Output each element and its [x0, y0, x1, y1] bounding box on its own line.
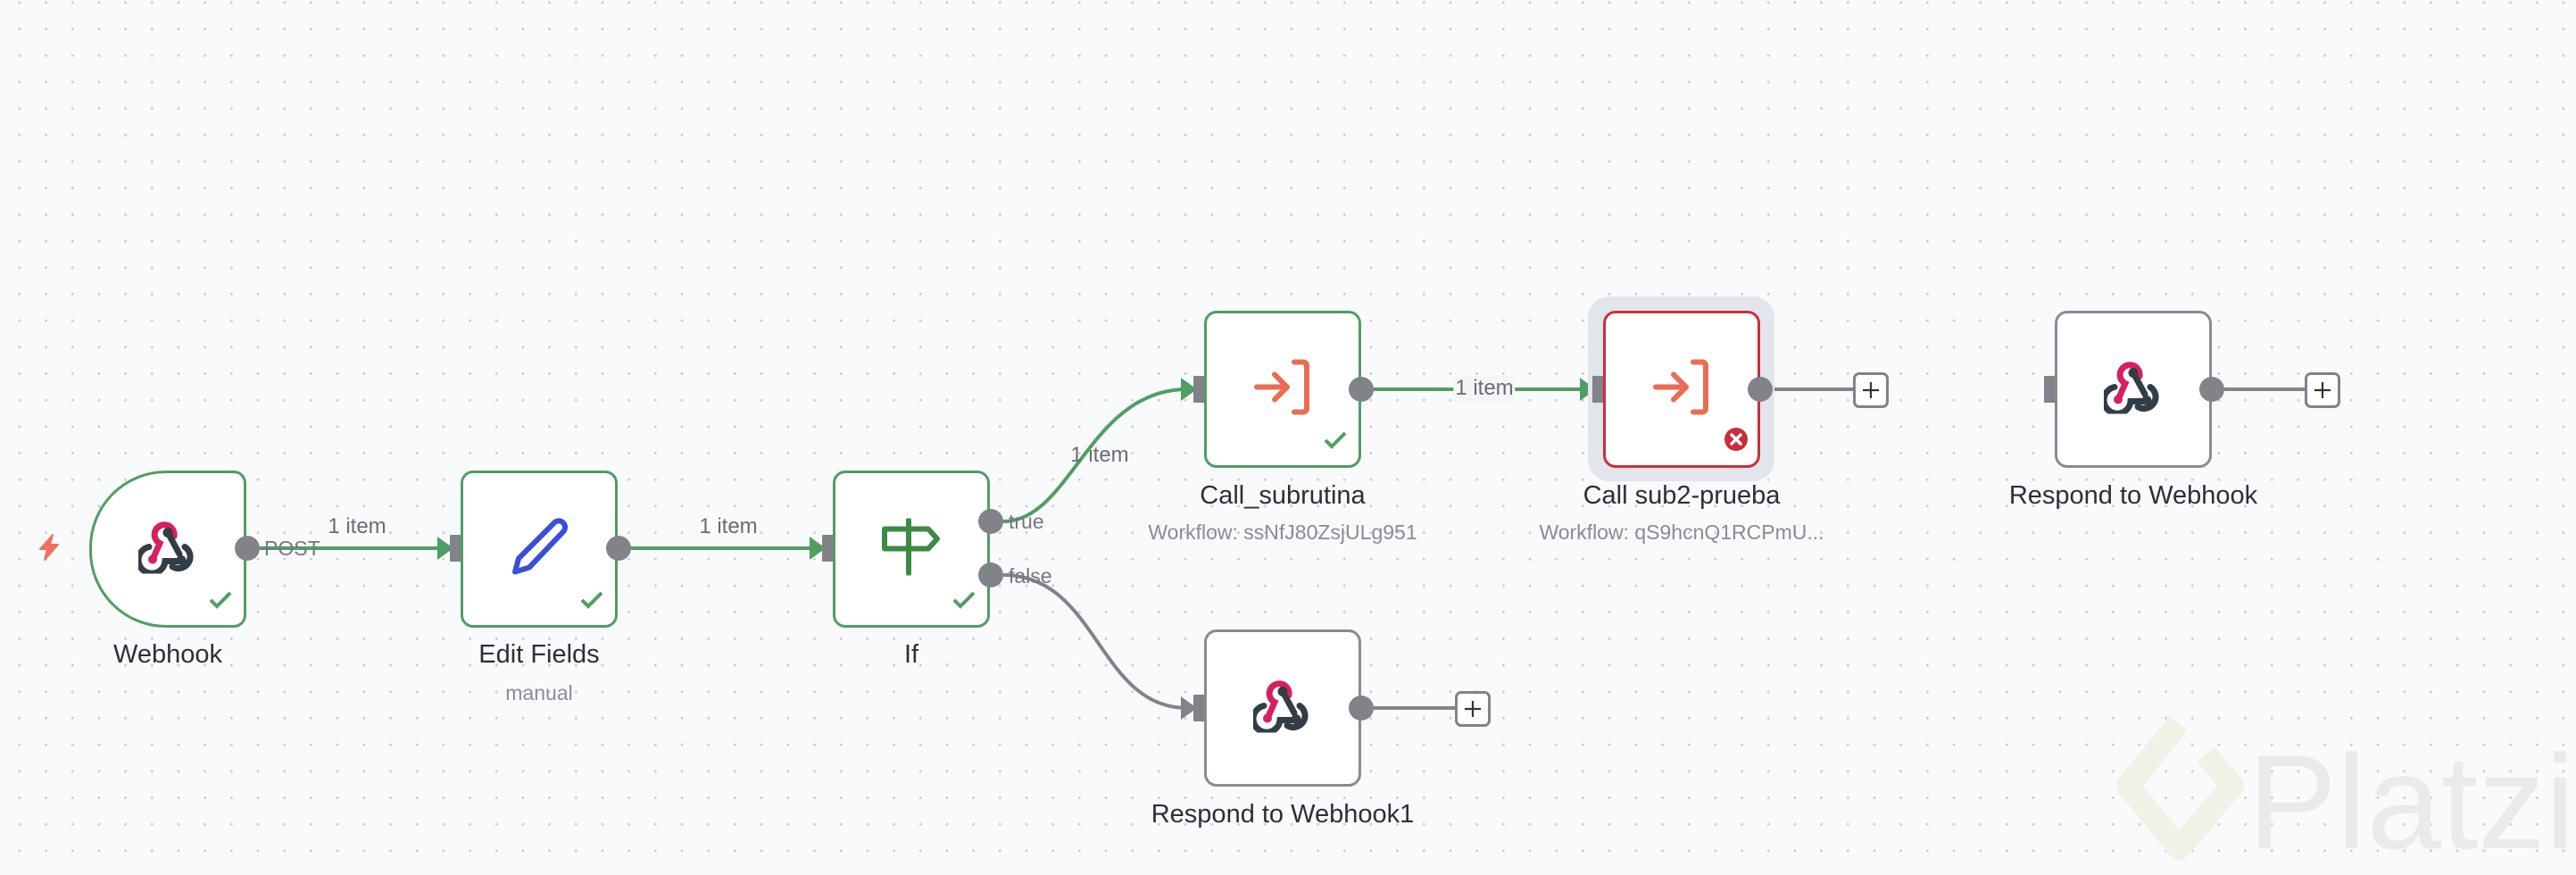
plus-icon: [1465, 701, 1481, 717]
node-label: Call_subrutina: [1200, 481, 1366, 510]
platzi-watermark: Platzi: [2112, 714, 2576, 875]
output-handle[interactable]: [235, 536, 260, 561]
output-label-false: false: [1009, 564, 1052, 588]
node-label: Respond to Webhook1: [1151, 800, 1415, 829]
node-if[interactable]: [833, 471, 990, 628]
edge-label: 1 item: [1453, 376, 1516, 401]
node-label: Respond to Webhook: [2008, 481, 2258, 510]
output-label-true: true: [1009, 510, 1044, 533]
node-label: Webhook: [113, 640, 222, 669]
output-handle[interactable]: [1748, 377, 1773, 402]
node-call-subrutina[interactable]: [1204, 311, 1361, 468]
node-label: If: [903, 640, 919, 669]
node-respond-to-webhook1[interactable]: [1204, 629, 1361, 787]
success-check-icon: [1323, 430, 1348, 454]
output-handle-false[interactable]: [978, 562, 1003, 588]
node-edit-fields[interactable]: [461, 471, 618, 628]
input-handle[interactable]: [1193, 376, 1205, 403]
output-label-post: POST: [264, 537, 320, 560]
plus-icon: [1863, 382, 1879, 398]
plus-icon: [2314, 382, 2331, 398]
output-handle[interactable]: [2199, 377, 2224, 402]
node-subtitle: Workflow: qS9hcnQ1RCPmU...: [1539, 521, 1824, 544]
execute-workflow-icon: [1652, 359, 1711, 421]
success-check-icon: [951, 590, 976, 614]
signpost-icon: [880, 517, 943, 580]
node-call-sub2-prueba[interactable]: [1603, 311, 1760, 468]
add-node-button[interactable]: [2305, 372, 2340, 408]
input-handle[interactable]: [822, 535, 834, 562]
webhook-icon: [135, 521, 197, 579]
edge-label: 1 item: [1070, 443, 1129, 467]
webhook-icon: [2100, 361, 2163, 419]
output-handle[interactable]: [1349, 377, 1374, 402]
platzi-logo-icon: [2116, 715, 2244, 860]
add-node-button[interactable]: [1853, 372, 1889, 408]
node-webhook[interactable]: [89, 471, 246, 628]
lightning-bolt-icon[interactable]: [36, 533, 62, 566]
node-subtitle: Workflow: ssNfJ80ZsjULg951: [1148, 521, 1417, 544]
node-subtitle: manual: [505, 681, 573, 704]
success-check-icon: [208, 590, 233, 614]
success-check-icon: [579, 590, 604, 614]
node-label: Edit Fields: [478, 640, 600, 669]
input-handle[interactable]: [450, 535, 461, 562]
watermark-text: Platzi: [2248, 727, 2575, 871]
edge-label: 1 item: [699, 514, 758, 538]
node-respond-to-webhook[interactable]: [2055, 311, 2212, 468]
webhook-icon: [1250, 679, 1312, 738]
node-label: Call sub2-prueba: [1583, 481, 1781, 510]
input-handle[interactable]: [2044, 376, 2056, 403]
input-handle[interactable]: [1592, 376, 1604, 403]
input-handle[interactable]: [1193, 695, 1205, 721]
execute-workflow-icon: [1253, 359, 1312, 421]
add-node-button[interactable]: [1455, 691, 1491, 727]
edge-label: 1 item: [328, 514, 386, 538]
output-handle[interactable]: [1349, 696, 1374, 721]
pencil-icon: [508, 516, 570, 583]
output-handle[interactable]: [606, 536, 631, 561]
error-x-icon: [1724, 427, 1749, 456]
output-handle-true[interactable]: [978, 509, 1003, 534]
